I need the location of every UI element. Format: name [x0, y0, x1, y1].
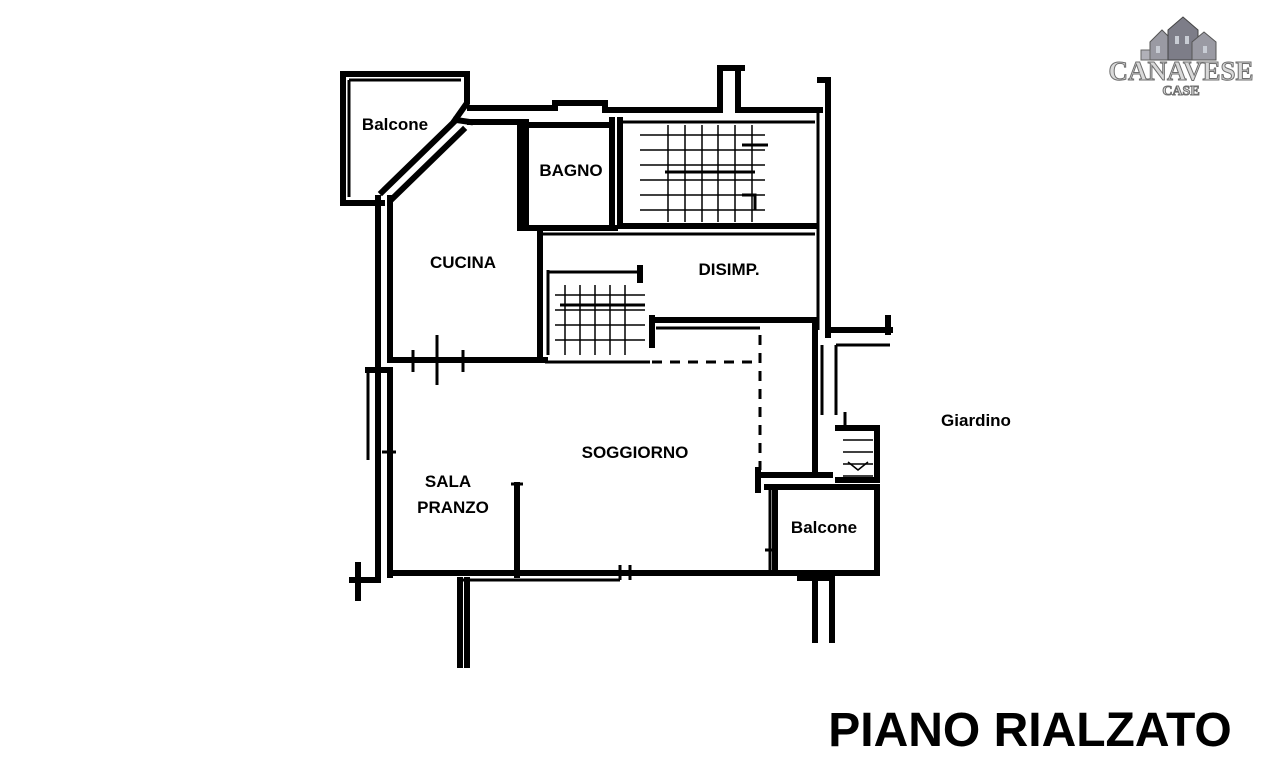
- room-label-balcone-nw: Balcone: [362, 115, 428, 134]
- walls: [340, 65, 893, 668]
- floor-title: PIANO RIALZATO: [828, 704, 1232, 757]
- room-label-soggiorno: SOGGIORNO: [582, 443, 689, 462]
- room-label-cucina: CUCINA: [430, 253, 496, 272]
- logo-tagline: CASE: [1162, 84, 1199, 99]
- room-label-disimpegno: DISIMP.: [698, 260, 759, 279]
- logo: CANAVESE CASE: [1108, 16, 1254, 100]
- room-label-sala-pranzo-line1: SALA: [425, 472, 471, 491]
- room-label-sala-pranzo-line2: PRANZO: [417, 498, 489, 517]
- house-icon: [1140, 16, 1217, 61]
- internal-stair-upper: [640, 125, 768, 222]
- internal-stair-lower: [555, 285, 645, 355]
- exterior-stair: [835, 412, 880, 483]
- outside-label-giardino: Giardino: [941, 411, 1011, 430]
- room-label-balcone-se: Balcone: [791, 518, 857, 537]
- room-label-bagno: BAGNO: [539, 161, 602, 180]
- room-labels: Balcone BAGNO CUCINA DISIMP. SOGGIORNO S…: [362, 115, 1011, 537]
- logo-name: CANAVESE: [1108, 56, 1253, 86]
